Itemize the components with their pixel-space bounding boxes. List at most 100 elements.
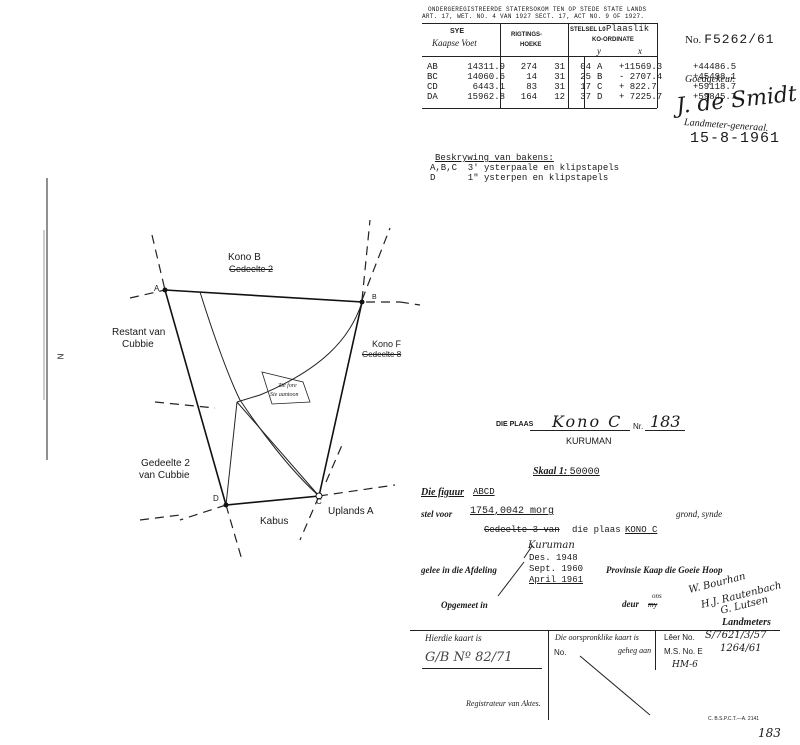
coord-cell-pt: B [597,72,603,82]
van-die-plaas: die plaas [572,525,621,535]
map-note-2: Sie aantoon [270,392,299,398]
kono-c: KONO C [625,525,658,535]
oorspronklike-no: No. [554,648,567,657]
ms-value: 1264/61 [720,643,762,654]
col-sye-sub: Kaapse Voet [432,38,477,48]
coord-cell-min: 31 [554,72,565,82]
survey-date-1: Des. 1948 [529,553,578,563]
col-x: x [638,46,642,56]
print-code: C. B.S.P.C.T.—A. 2141 [708,716,760,722]
coord-cell-x: +45498.1 [693,72,737,82]
hierdie-kaart-no: G/B Nº 82/71 [425,650,513,665]
point-d: D [213,494,219,503]
coord-cell-min: 31 [554,82,565,92]
hm-number: HM-6 [672,660,698,670]
point-b: B [372,294,377,301]
corner-markers [162,287,365,508]
coord-cell-y: + 822.7 [619,82,657,92]
stelsel-value: Plaaslik [606,24,650,34]
landmeters: Landmeters [722,617,771,628]
map-note-1: Zie fore [278,383,297,389]
coord-cell-pt: C [597,82,603,92]
beacons-heading: Beskrywing van bakens: [435,153,554,163]
act-line-1: ONDERGEREGISTREERDE STATERSOKOM TEN OP S… [428,6,647,13]
coord-cell-x: +44486.5 [693,62,737,72]
coord-cell-length: 15962.8 [467,92,505,102]
deur-label: deur [622,599,640,609]
coord-cell-length: 14311.9 [467,62,505,72]
coord-cell-min: 31 [554,62,565,72]
beacons-line-1: A,B,C 3' ysterpaale en klipstapels [430,163,620,173]
coord-cell-length: 6443.1 [472,82,505,92]
coord-cell-side: DA [427,92,438,102]
label-kono-b: Kono B [228,252,261,263]
table-row: BC 14060.6 14 31 25 B - 2707.4 +45498.1 [424,72,752,82]
point-a: A [154,284,160,293]
col-y: y [597,46,601,56]
stelsel-label: STELSEL L0 [570,27,606,33]
coord-cell-pt: A [597,62,603,72]
grond-synde: grond, synde [676,509,723,519]
gedeelte-struck: Gedeelte 3 van [484,525,560,535]
plaas-label: DIE PLAAS [496,421,534,428]
col-sye: SYE [450,28,465,35]
label-uplands: Uplands A [328,506,374,517]
coord-cell-sec: 37 [580,92,591,102]
coord-cell-length: 14060.6 [467,72,505,82]
coord-cell-deg: 164 [520,92,537,102]
col-rigting-sub: HOEKE [520,42,542,48]
provinsie: Provinsie Kaap die Goeie Hoop [606,565,723,575]
label-gedeelte-f: Gedeelte 8 [362,350,402,359]
nr-value: 183 [650,412,681,431]
koordinate-label: KO-ORDINATE [592,37,634,43]
approval-date: 15-8-1961 [690,130,781,147]
diagram-number: No. F5262/61 [685,32,775,47]
col-rigting: RIGTINGS- [511,32,542,38]
coord-cell-sec: 17 [580,82,591,92]
die-figuur: Die figuur [421,487,465,498]
label-kono-f: Kono F [372,339,402,349]
figure-abcd-label: ABCD [473,487,495,497]
hierdie-kaart-label: Hierdie kaart is [425,633,482,643]
label-gedeelte2-cubbie-2: van Cubbie [139,470,190,481]
coord-cell-y: + 7225.7 [619,92,663,102]
coord-cell-y: +11569.3 [619,62,663,72]
diagram-number-value: F5262/61 [704,32,775,47]
page-number: 183 [758,726,781,740]
label-gedeelte2-cubbie-1: Gedeelte 2 [141,458,190,469]
coord-cell-side: BC [427,72,438,82]
coord-cell-y: - 2707.4 [619,72,663,82]
internal-lines [199,291,363,506]
point-c: C [316,497,322,506]
stel-voor: stel voor [421,509,453,519]
survey-date-3: April 1961 [529,575,584,585]
my-label: my [648,600,658,609]
goedgekeur: Goedgekeur. [685,74,736,85]
nr-label: Nr. [633,422,644,431]
district: KURUMAN [566,436,612,446]
skaal-value: 50000 [569,467,600,478]
act-line-2: ART. 17, WET. NO. 4 VAN 1927 SECT. 17, A… [422,13,645,20]
coord-cell-sec: 04 [580,62,591,72]
boundary-extensions [129,219,421,561]
geheg-aan: geheg aan [618,646,652,655]
skaal: Skaal 1: 50000 [533,466,600,478]
opgemeet-label: Opgemeet in [441,600,488,610]
coord-cell-side: CD [427,82,438,92]
coord-cell-sec: 25 [580,72,591,82]
coord-cell-deg: 14 [526,72,537,82]
coord-cell-min: 12 [554,92,565,102]
beacons-line-2: D 1" ysterpen en klipstapels [430,173,609,183]
label-cubbie: Cubbie [122,339,154,350]
survey-date-2: Sept. 1960 [529,564,584,574]
ms-label: M.S. No. E [664,647,703,656]
leer-value: S/7621/3/57 [705,630,767,641]
label-gedeelte2-b: Gedeelte 2 [229,264,274,274]
